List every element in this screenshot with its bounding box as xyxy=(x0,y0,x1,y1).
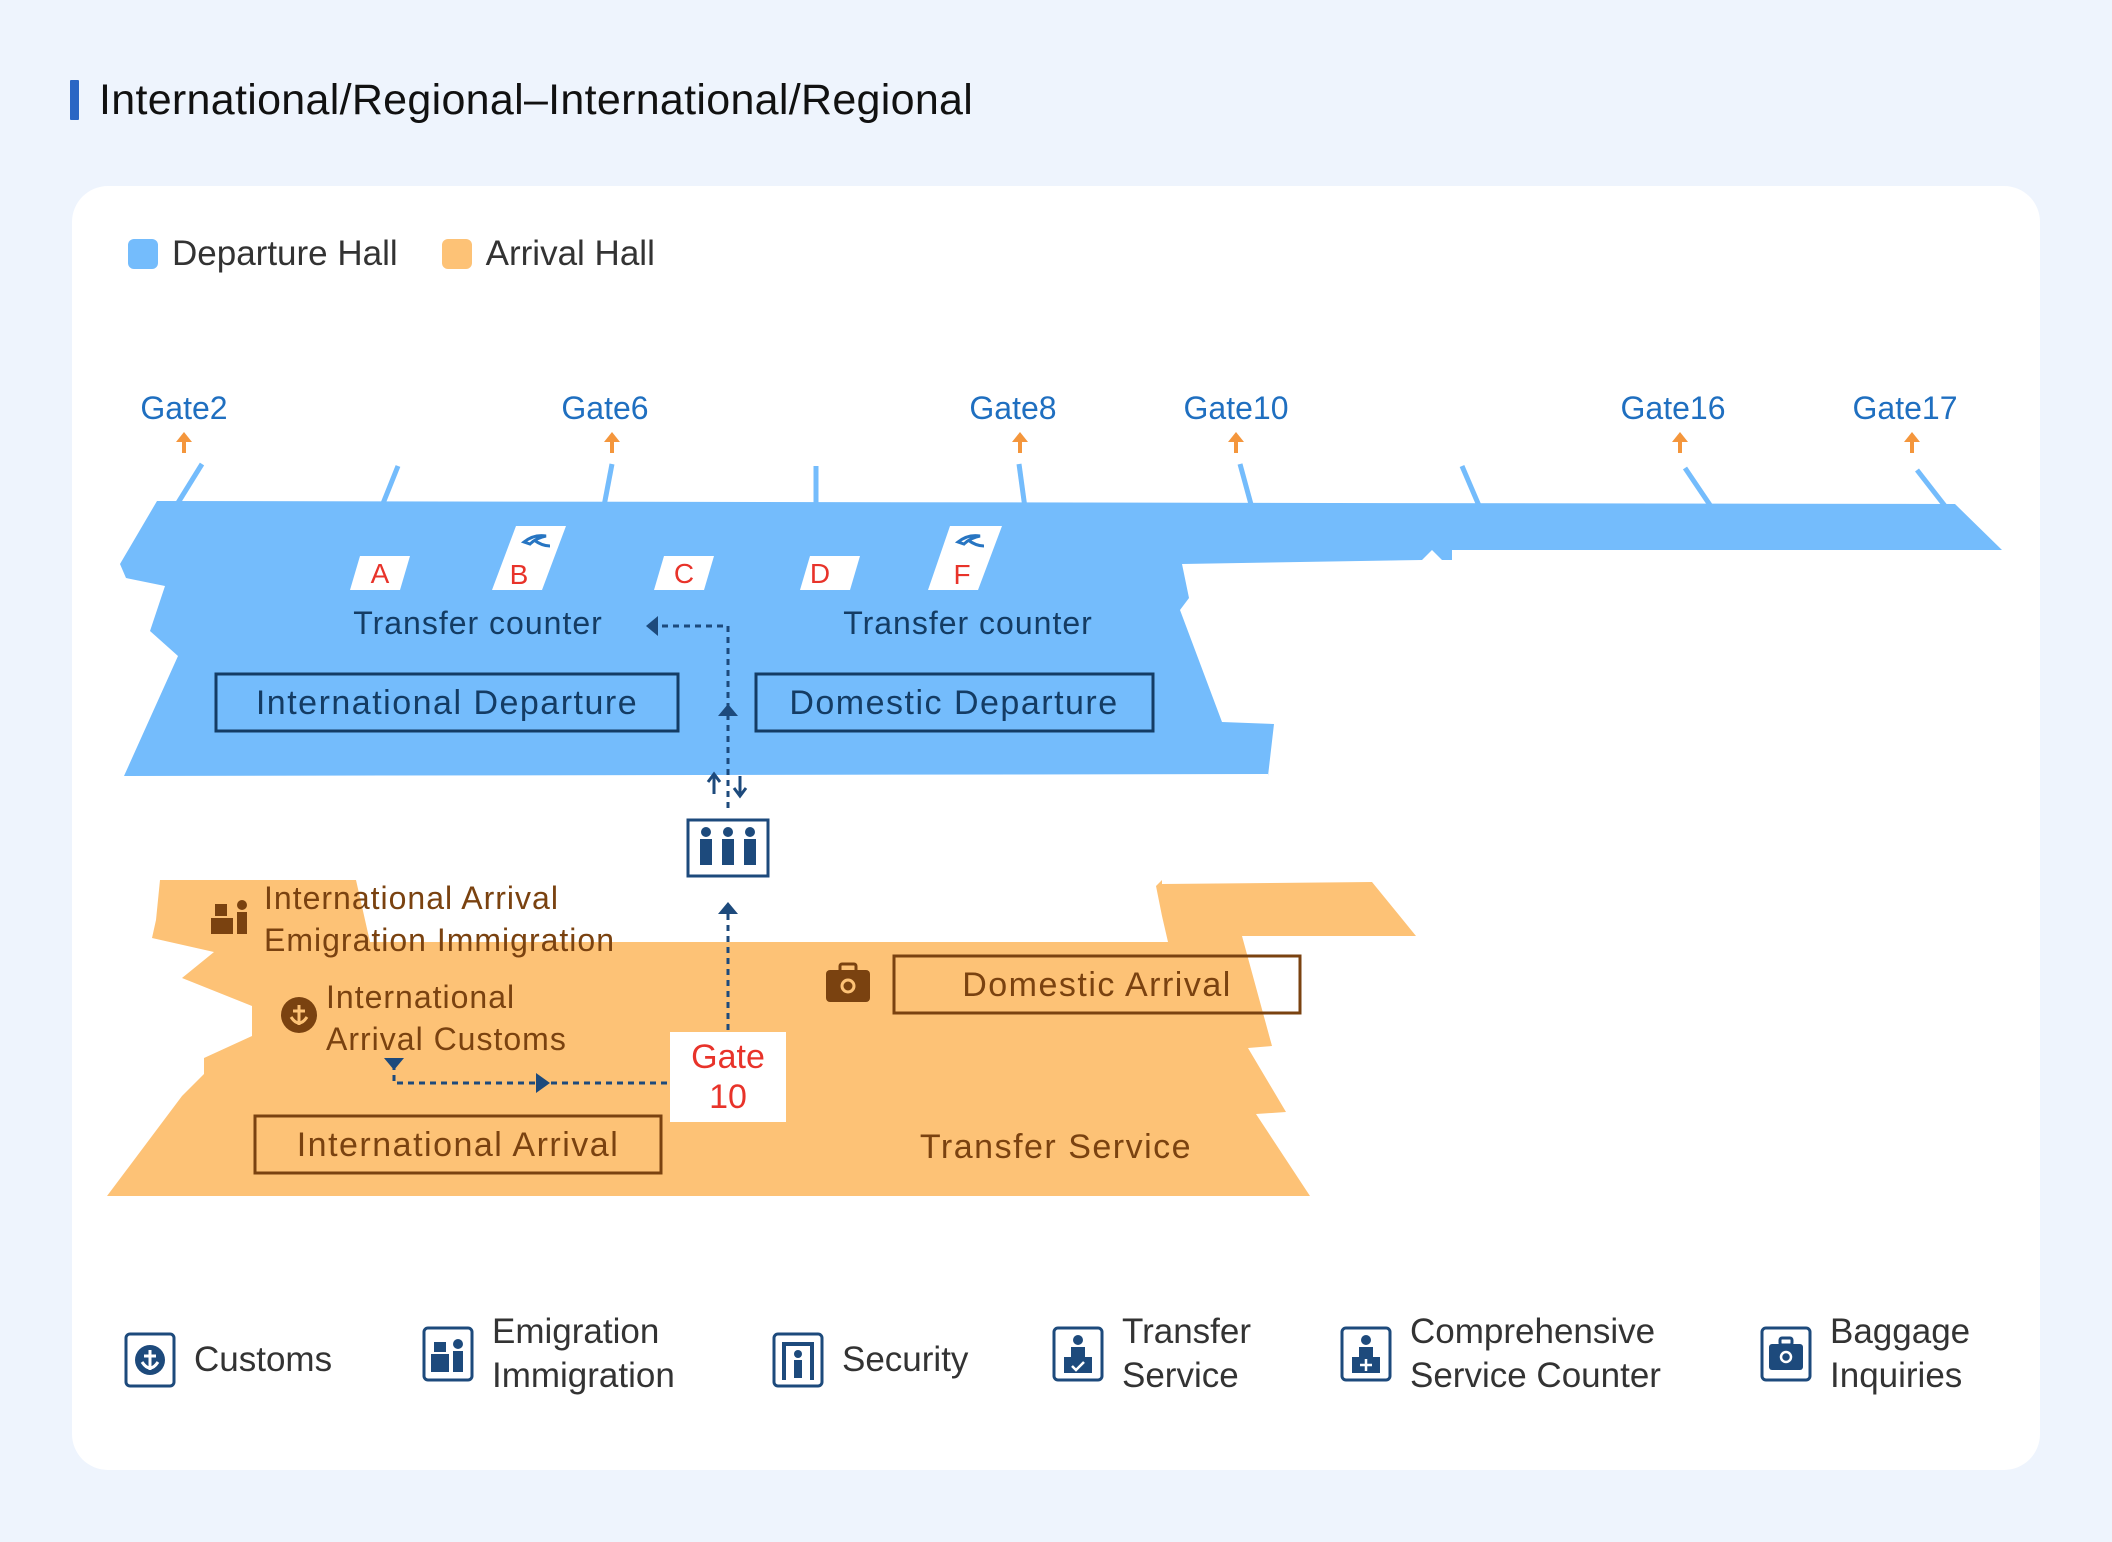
international-arrival-label[interactable]: International Arrival xyxy=(297,1126,620,1164)
map-card: Departure Hall Arrival Hall xyxy=(72,186,2040,1470)
customs-label-group: International Arrival Customs xyxy=(281,979,567,1057)
legend-service-counter: Comprehensive Service Counter xyxy=(1340,1310,1661,1398)
gate-8-arrow-icon xyxy=(1012,432,1028,453)
gate-17[interactable]: Gate17 xyxy=(1853,390,1958,426)
gate-16[interactable]: Gate16 xyxy=(1621,390,1726,426)
terminal-map: Gate2 Gate6 Gate8 Gate10 Gate16 Gate17 A xyxy=(107,390,2002,1196)
hall-legend: Departure Hall Arrival Hall xyxy=(128,234,699,274)
legend-transfer-service: Transfer Service xyxy=(1052,1310,1251,1398)
gate-arrows xyxy=(176,432,1920,453)
legend-customs: Customs xyxy=(124,1330,332,1390)
legend-arrival-label: Arrival Hall xyxy=(485,234,655,273)
counter-a[interactable]: A xyxy=(350,556,410,590)
international-arrival-box xyxy=(253,1114,663,1175)
immigration-line1: International Arrival xyxy=(264,880,559,916)
title-accent-bar xyxy=(70,80,79,120)
gate-labels: Gate2 Gate6 Gate8 Gate10 Gate16 Gate17 xyxy=(140,390,1957,426)
gate-10-arrow-icon xyxy=(1228,432,1244,453)
legend-baggage-inquiries-label: Baggage Inquiries xyxy=(1830,1312,1971,1395)
customs-icon xyxy=(124,1332,176,1388)
counter-c[interactable]: C xyxy=(654,556,714,590)
legend-arrival-hall: Arrival Hall xyxy=(441,234,655,274)
legend-service-counter-label: Comprehensive Service Counter xyxy=(1410,1312,1661,1395)
emigration-immigration-icon xyxy=(211,900,247,934)
emigration-immigration-icon xyxy=(422,1326,474,1382)
transfer-service-label[interactable]: Transfer Service xyxy=(920,1128,1192,1166)
counter-d[interactable]: D xyxy=(800,556,860,590)
customs-icon xyxy=(281,997,317,1033)
gate-6[interactable]: Gate6 xyxy=(561,390,648,426)
arrival-swatch xyxy=(441,239,472,269)
svg-text:B: B xyxy=(510,559,529,590)
svg-text:D: D xyxy=(810,558,830,589)
transfer-counter-right: Transfer counter xyxy=(843,605,1093,641)
gate-17-arrow-icon xyxy=(1904,432,1920,453)
departure-hall xyxy=(120,501,2002,776)
route-elevator-to-transfer-counter xyxy=(652,624,730,808)
gate-16-arrow-icon xyxy=(1672,432,1688,453)
legend-security-label: Security xyxy=(842,1340,969,1379)
gate-connectors xyxy=(173,462,1947,510)
legend-customs-label: Customs xyxy=(194,1340,333,1379)
domestic-arrival-box xyxy=(892,954,1302,1015)
svg-text:C: C xyxy=(674,558,694,589)
legend-transfer-service-label: Transfer Service xyxy=(1122,1312,1252,1395)
gate-8[interactable]: Gate8 xyxy=(969,390,1056,426)
route-arrows xyxy=(384,616,738,1093)
legend-emigration-immigration: Emigration Immigration xyxy=(422,1310,675,1398)
counter-b[interactable]: B xyxy=(492,526,566,590)
customs-line1: International xyxy=(326,979,515,1015)
domestic-departure-box xyxy=(754,672,1155,733)
page-title: International/Regional–International/Reg… xyxy=(70,72,973,128)
gate-10-box-line2: 10 xyxy=(709,1078,747,1116)
legend-departure-label: Departure Hall xyxy=(172,234,398,273)
immigration-line2: Emigration Immigration xyxy=(264,922,615,958)
elevator-icon xyxy=(686,771,770,878)
security-icon xyxy=(772,1332,824,1388)
legend-departure-hall: Departure Hall xyxy=(128,234,398,274)
gate-10[interactable]: Gate10 xyxy=(1184,390,1289,426)
legend-baggage-inquiries: Baggage Inquiries xyxy=(1760,1310,1970,1398)
departure-swatch xyxy=(128,239,158,269)
domestic-departure-label[interactable]: Domestic Departure xyxy=(789,684,1118,722)
immigration-label-group: International Arrival Emigration Immigra… xyxy=(211,880,615,958)
svg-text:A: A xyxy=(371,558,390,589)
page-title-text: International/Regional–International/Reg… xyxy=(99,75,974,124)
international-departure-box xyxy=(214,672,680,733)
gate-10-box-line1: Gate xyxy=(691,1038,765,1076)
service-counter-icon xyxy=(1340,1326,1392,1382)
gate-2-arrow-icon xyxy=(176,432,192,453)
gate-2[interactable]: Gate2 xyxy=(140,390,227,426)
transfer-service-icon xyxy=(1052,1326,1104,1382)
svg-text:F: F xyxy=(953,559,970,590)
gate-10-box[interactable]: Gate 10 xyxy=(670,1032,786,1122)
baggage-inquiries-icon xyxy=(1760,1326,1812,1382)
legend-emigration-immigration-label: Emigration Immigration xyxy=(492,1312,675,1395)
icon-legend: Customs Emigration Immigration Security xyxy=(72,1312,2040,1436)
gate-6-arrow-icon xyxy=(604,432,620,453)
counter-f[interactable]: F xyxy=(928,526,1002,590)
legend-security: Security xyxy=(772,1330,968,1390)
customs-line2: Arrival Customs xyxy=(326,1021,567,1057)
transfer-route xyxy=(392,624,730,1085)
transfer-counter-left: Transfer counter xyxy=(353,605,603,641)
counter-tags: A B C D F xyxy=(350,526,1002,590)
international-departure-label[interactable]: International Departure xyxy=(256,684,638,722)
route-gate-to-customs xyxy=(392,1066,667,1085)
domestic-arrival-label[interactable]: Domestic Arrival xyxy=(962,966,1232,1004)
baggage-inquiries-icon xyxy=(826,962,870,1002)
